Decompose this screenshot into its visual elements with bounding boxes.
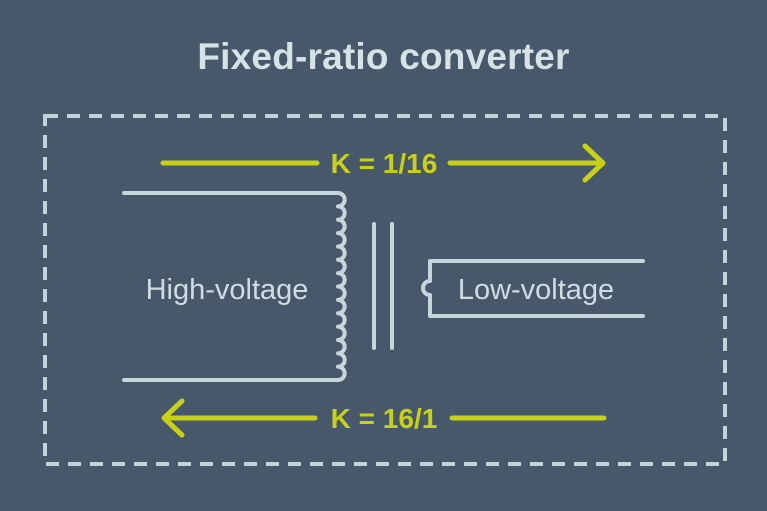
page-title: Fixed-ratio converter — [197, 36, 570, 77]
k-forward-label: K = 1/16 — [331, 148, 438, 179]
k-reverse-label: K = 16/1 — [331, 403, 438, 434]
right-arrowhead-icon — [582, 143, 606, 183]
high-voltage-label: High-voltage — [146, 274, 309, 306]
diagram-dashed-border — [43, 114, 727, 466]
k-forward-arrow: K = 1/16 — [160, 143, 606, 183]
transformer-core — [372, 222, 394, 350]
low-voltage-winding — [421, 259, 645, 318]
high-voltage-winding — [122, 191, 347, 383]
k-reverse-arrow: K = 16/1 — [161, 398, 607, 438]
low-voltage-label: Low-voltage — [458, 274, 614, 306]
left-arrowhead-icon — [161, 398, 185, 438]
